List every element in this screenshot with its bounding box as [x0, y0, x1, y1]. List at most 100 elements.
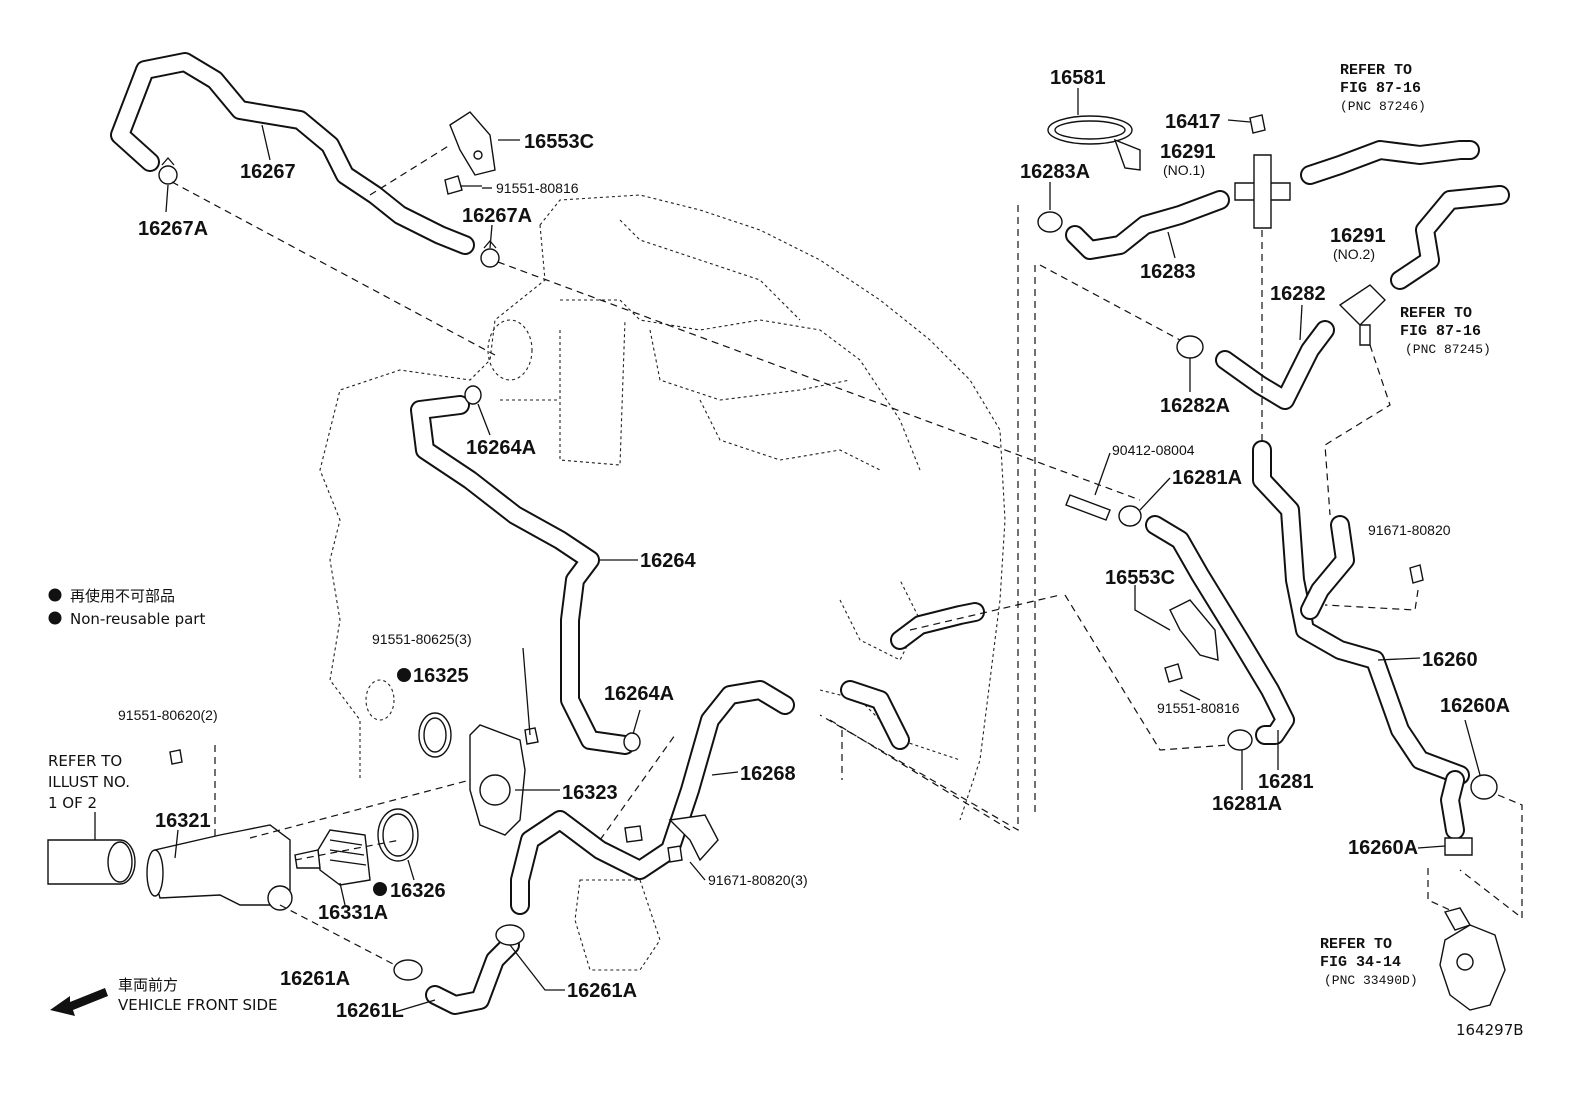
- label-91551-80816-2: 91551-80816: [1157, 700, 1240, 716]
- clip-16553C-1: [449, 111, 496, 176]
- clamp-16261A-1: [393, 959, 423, 981]
- label-90412-08004: 90412-08004: [1112, 442, 1195, 458]
- clip-16553C-2: [1169, 599, 1219, 661]
- front-label-en: VEHICLE FRONT SIDE: [118, 996, 278, 1014]
- vehicle-front-indicator: 車両前方 VEHICLE FRONT SIDE: [50, 976, 278, 1016]
- ref-87245-line2: FIG 87-16: [1400, 323, 1481, 340]
- hose-16260-branch: [1300, 515, 1355, 620]
- clamp-16282A: [1176, 335, 1204, 359]
- label-16267A-1: 16267A: [138, 218, 208, 240]
- label-16326: 16326: [390, 880, 446, 902]
- legend-marker-1: [48, 588, 62, 602]
- label-16281: 16281: [1258, 771, 1314, 793]
- label-16283A: 16283A: [1020, 161, 1090, 183]
- label-91551-80620: 91551-80620(2): [118, 707, 218, 723]
- label-16260: 16260: [1422, 649, 1478, 671]
- label-91551-80625: 91551-80625(3): [372, 631, 472, 647]
- label-16281A-2: 16281A: [1212, 793, 1282, 815]
- label-16581: 16581: [1050, 67, 1106, 89]
- label-16281A-1: 16281A: [1172, 467, 1242, 489]
- label-16283: 16283: [1140, 261, 1196, 283]
- label-16282A: 16282A: [1160, 395, 1230, 417]
- label-16261L: 16261L: [336, 1000, 404, 1022]
- pump-33490D: [1439, 907, 1506, 1011]
- thermostat-16331A: [294, 829, 371, 886]
- figure-id: 164297B: [1456, 1021, 1524, 1039]
- ref-33490D-line3: (PNC 33490D): [1324, 973, 1418, 988]
- clamp-16261A-2: [495, 924, 525, 946]
- label-16291-no1: 16291: [1160, 141, 1216, 163]
- clamp-16260A-1: [1470, 774, 1498, 800]
- ref-87246-line3: (PNC 87246): [1340, 99, 1426, 114]
- ref-33490D-line1: REFER TO: [1320, 936, 1392, 953]
- hose-ref-left: [47, 839, 136, 885]
- label-16267A-2: 16267A: [462, 205, 532, 227]
- hose-16261L: [425, 935, 520, 1015]
- hose-16281: [1145, 515, 1295, 745]
- hose-16282: [1215, 320, 1335, 410]
- joint-16291-no1: [1234, 154, 1291, 229]
- label-16553C-1: 16553C: [524, 131, 594, 153]
- label-16291-no1-sub: (NO.1): [1163, 162, 1205, 178]
- bolt-16417: [1249, 114, 1266, 134]
- label-16264A-2: 16264A: [604, 683, 674, 705]
- leader-lines: [94, 88, 1481, 1013]
- bolt-91671-80820: [1409, 564, 1424, 584]
- label-16261A-2: 16261A: [567, 980, 637, 1002]
- label-16291-no2-sub: (NO.2): [1333, 246, 1375, 262]
- ref-87246-line1: REFER TO: [1340, 62, 1412, 79]
- clamp-16264A-2: [623, 732, 641, 752]
- label-91551-80816-1: 91551-80816: [496, 180, 579, 196]
- label-16260A-1: 16260A: [1440, 695, 1510, 717]
- gasket-16326: [377, 808, 419, 862]
- front-label-jp: 車両前方: [118, 976, 178, 994]
- label-16268: 16268: [740, 763, 796, 785]
- joint-16291-no2: [1338, 284, 1386, 346]
- label-16331A: 16331A: [318, 902, 388, 924]
- label-91671-80820-3: 91671-80820(3): [708, 872, 808, 888]
- label-16417: 16417: [1165, 111, 1221, 133]
- label-16325: 16325: [413, 665, 469, 687]
- outlet-16321: [146, 824, 293, 911]
- bolt-91551-80816-1: [444, 175, 482, 195]
- clamp-16283A: [1037, 211, 1063, 233]
- front-arrow-icon: [50, 988, 108, 1016]
- hose-ref-87245: [1390, 185, 1510, 290]
- legend-marker-2: [48, 611, 62, 625]
- clamp-16260A-2: [1444, 837, 1473, 856]
- legend: 再使用不可部品 Non-reusable part: [48, 587, 205, 628]
- label-16264: 16264: [640, 550, 696, 572]
- bracket-bolt-91671-80820-3: [624, 814, 719, 863]
- clamp-16281A-2: [1227, 729, 1253, 751]
- bolt-91551-80620: [169, 749, 183, 765]
- label-16321: 16321: [155, 810, 211, 832]
- dashed-connectors: [171, 144, 1523, 966]
- hose-16283: [1065, 190, 1230, 260]
- ref-illust-line2: ILLUST NO.: [48, 773, 130, 791]
- ref-illust-line3: 1 OF 2: [48, 794, 97, 812]
- clamp-16264A-1: [464, 385, 482, 405]
- hose-16260A-down: [1440, 770, 1465, 840]
- label-16261A-1: 16261A: [280, 968, 350, 990]
- bolt-91551-80625: [524, 727, 539, 745]
- non-reusable-marker-16326: [373, 882, 387, 896]
- label-16291-no2: 16291: [1330, 225, 1386, 247]
- legend-en: Non-reusable part: [70, 610, 205, 628]
- legend-jp: 再使用不可部品: [70, 587, 175, 605]
- ref-87246-line2: FIG 87-16: [1340, 80, 1421, 97]
- clamp-16581: [1047, 115, 1141, 171]
- hose-16267: [110, 52, 475, 255]
- hose-engine-small: [840, 602, 985, 750]
- gasket-16325: [418, 712, 452, 758]
- label-16260A-2: 16260A: [1348, 837, 1418, 859]
- reference-notes: REFER TO FIG 87-16 (PNC 87246) REFER TO …: [48, 62, 1491, 988]
- hose-ref-87246: [1300, 140, 1480, 185]
- ref-illust-line1: REFER TO: [48, 752, 122, 770]
- label-16553C-2: 16553C: [1105, 567, 1175, 589]
- ref-87245-line1: REFER TO: [1400, 305, 1472, 322]
- hose-16268: [510, 680, 795, 915]
- label-16264A-1: 16264A: [466, 437, 536, 459]
- label-91671-80820: 91671-80820: [1368, 522, 1451, 538]
- clamp-16281A-1: [1118, 505, 1142, 527]
